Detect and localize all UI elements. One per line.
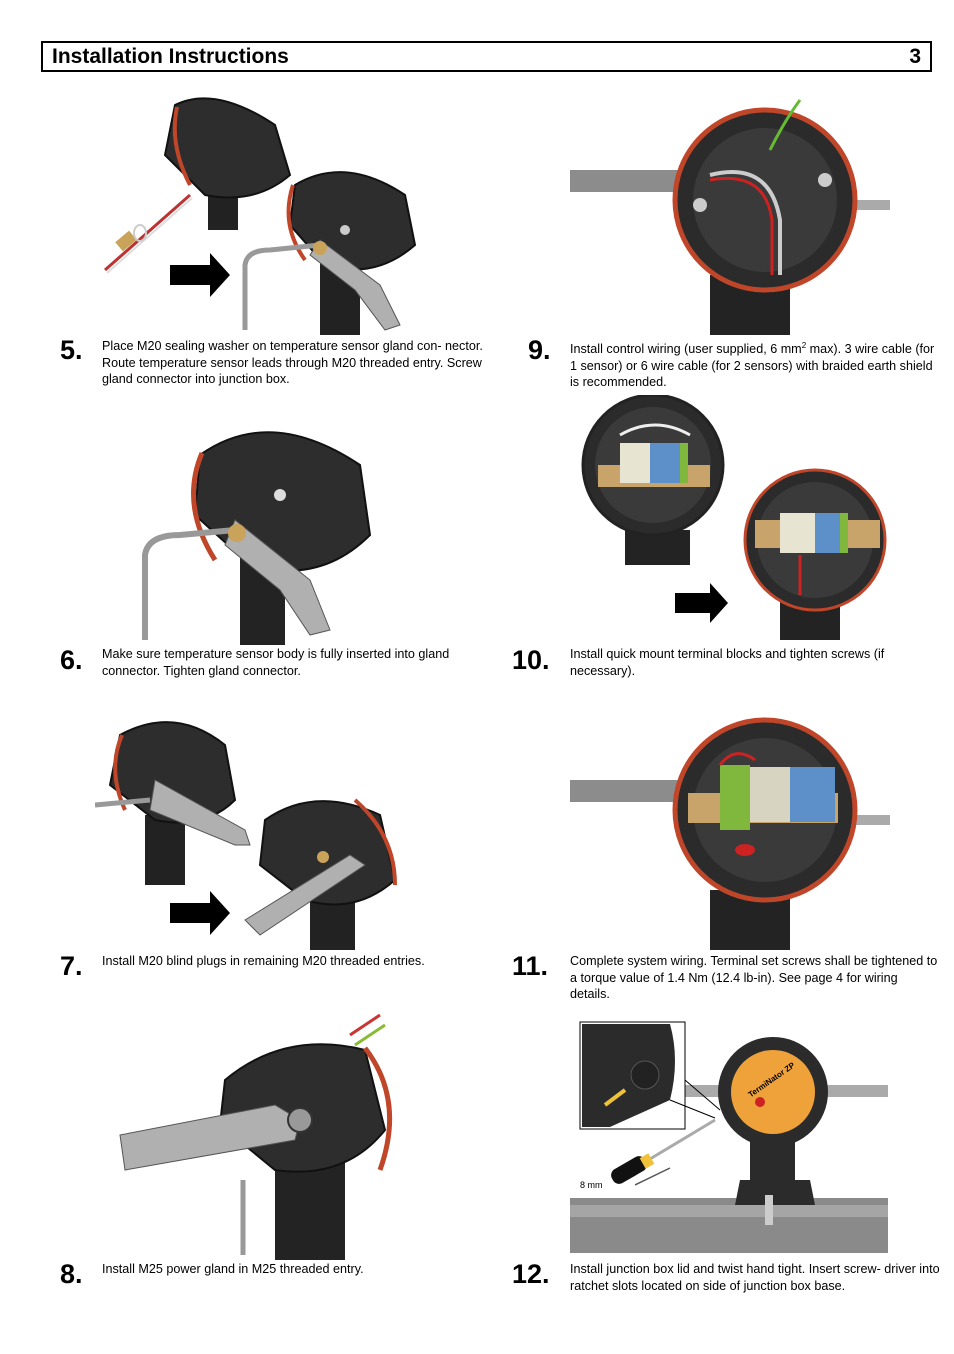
junction-box-illustration-2 [743, 468, 887, 640]
step-11-number: 11. [512, 951, 549, 981]
step-8-text: Install M25 power gland in M25 threaded … [102, 1262, 364, 1276]
junction-box-illustration [581, 395, 725, 565]
screwdriver-icon [611, 1118, 716, 1186]
page-header: Installation Instructions 3 [41, 41, 932, 72]
junction-box-illustration [95, 721, 251, 885]
figure-step-7 [95, 721, 397, 950]
junction-box-illustration [163, 97, 292, 230]
step-7-text: Install M20 blind plugs in remaining M20… [102, 954, 425, 968]
figure-step-11 [570, 717, 890, 950]
pipe-illustration [570, 1198, 888, 1253]
step-12-number: 12. [512, 1259, 550, 1289]
figure-step-10 [581, 395, 887, 640]
junction-box-illustration [119, 1013, 393, 1260]
step-9-text-b: max). 3 wire cable (for 1 sensor) or 6 w… [570, 342, 935, 390]
fig12-callout: 8 mm [580, 1180, 603, 1190]
junction-box-illustration [142, 431, 372, 645]
junction-box-illustration [570, 99, 890, 335]
page-title: Installation Instructions [52, 45, 289, 68]
arrow-icon [170, 253, 230, 297]
step-12-text: Install junction box lid and twist hand … [570, 1262, 940, 1293]
figure-step-5 [104, 97, 417, 335]
step-7-number: 7. [60, 951, 83, 981]
inset-detail-illustration [579, 1021, 721, 1130]
arrow-icon [170, 891, 230, 935]
junction-box-illustration: TermiNator ZP [670, 1037, 888, 1225]
step-9-text-a: Install control wiring (user supplied, 6… [570, 342, 802, 357]
junction-box-illustration [570, 717, 890, 950]
step-6-number: 6. [60, 645, 83, 675]
step-9-text: Install control wiring (user supplied, 6… [570, 338, 940, 391]
figure-step-8 [119, 1013, 393, 1260]
step-9-number: 9. [528, 335, 551, 365]
step-9-text-sup: 2 [801, 341, 807, 350]
step-11-text: Complete system wiring. Terminal set scr… [570, 954, 938, 1001]
step-8-number: 8. [60, 1259, 83, 1289]
figure-step-9 [570, 99, 890, 335]
page-number: 3 [909, 45, 921, 68]
step-5-text: Place M20 sealing washer on temperature … [102, 339, 483, 386]
sensor-gland-illustration [104, 193, 193, 274]
step-10-text: Install quick mount terminal blocks and … [570, 647, 885, 678]
junction-box-illustration-2 [244, 798, 397, 950]
arrow-icon [675, 583, 728, 623]
step-10-number: 10. [512, 645, 550, 675]
step-6-text: Make sure temperature sensor body is ful… [102, 647, 450, 678]
step-5-number: 5. [60, 335, 83, 365]
figure-step-6 [142, 431, 372, 645]
figure-step-12: TermiNator ZP 8 mm [570, 1021, 888, 1253]
junction-box-illustration-2 [242, 171, 417, 335]
